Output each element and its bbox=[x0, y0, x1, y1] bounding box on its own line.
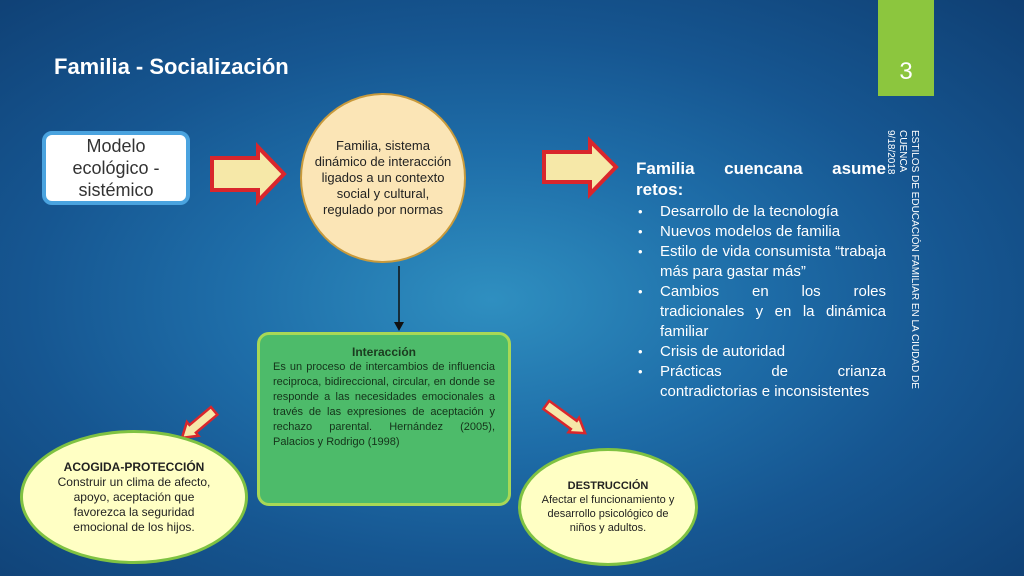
model-box: Modelo ecológico - sistémico bbox=[42, 131, 190, 205]
side-note: ESTILOS DE EDUCACIÓN FAMILIAR EN LA CIUD… bbox=[897, 130, 920, 389]
destruccion-title: DESTRUCCIÓN bbox=[567, 480, 649, 492]
retos-item: Prácticas de crianza contradictorias e i… bbox=[638, 362, 886, 402]
acogida-ellipse: ACOGIDA-PROTECCIÓN Construir un clima de… bbox=[20, 430, 248, 564]
retos-item: Cambios en los roles tradicionales y en … bbox=[638, 282, 886, 342]
page-number: 3 bbox=[899, 58, 913, 85]
retos-item: Crisis de autoridad bbox=[638, 342, 886, 362]
destruccion-ellipse: DESTRUCCIÓN Afectar el funcionamiento y … bbox=[518, 448, 698, 566]
side-footer: ESTILOS DE EDUCACIÓN FAMILIAR EN LA CIUD… bbox=[880, 130, 920, 430]
diagonal-arrow-left bbox=[180, 405, 220, 440]
right-arrow-1 bbox=[210, 142, 287, 206]
interaction-box: Interacción Es un proceso de intercambio… bbox=[257, 332, 511, 506]
acogida-body: Construir un clima de afecto, apoyo, ace… bbox=[57, 474, 211, 534]
acogida-title: ACOGIDA-PROTECCIÓN bbox=[63, 459, 205, 474]
retos-title: Familia cuencana asume retos: bbox=[636, 159, 886, 199]
family-system-ellipse: Familia, sistema dinámico de interacción… bbox=[300, 93, 466, 263]
interaction-body: Es un proceso de intercambios de influen… bbox=[273, 361, 495, 448]
retos-item: Nuevos modelos de familia bbox=[638, 222, 886, 242]
retos-section: Familia cuencana asume retos: Desarrollo… bbox=[636, 158, 886, 402]
retos-item: Estilo de vida consumista “trabaja más p… bbox=[638, 242, 886, 282]
interaction-title: Interacción bbox=[351, 345, 417, 359]
right-arrow-2 bbox=[542, 136, 619, 199]
side-date: 9/18/2018 bbox=[885, 130, 896, 175]
family-system-text: Familia, sistema dinámico de interacción… bbox=[314, 138, 452, 217]
retos-list: Desarrollo de la tecnología Nuevos model… bbox=[636, 202, 886, 402]
connector-arrowhead bbox=[394, 322, 404, 331]
destruccion-body: Afectar el funcionamiento y desarrollo p… bbox=[541, 494, 675, 534]
slide-title: Familia - Socialización bbox=[54, 54, 289, 79]
page-number-tab: 3 bbox=[878, 0, 934, 96]
retos-item: Desarrollo de la tecnología bbox=[638, 202, 886, 222]
diagonal-arrow-right bbox=[541, 399, 587, 435]
